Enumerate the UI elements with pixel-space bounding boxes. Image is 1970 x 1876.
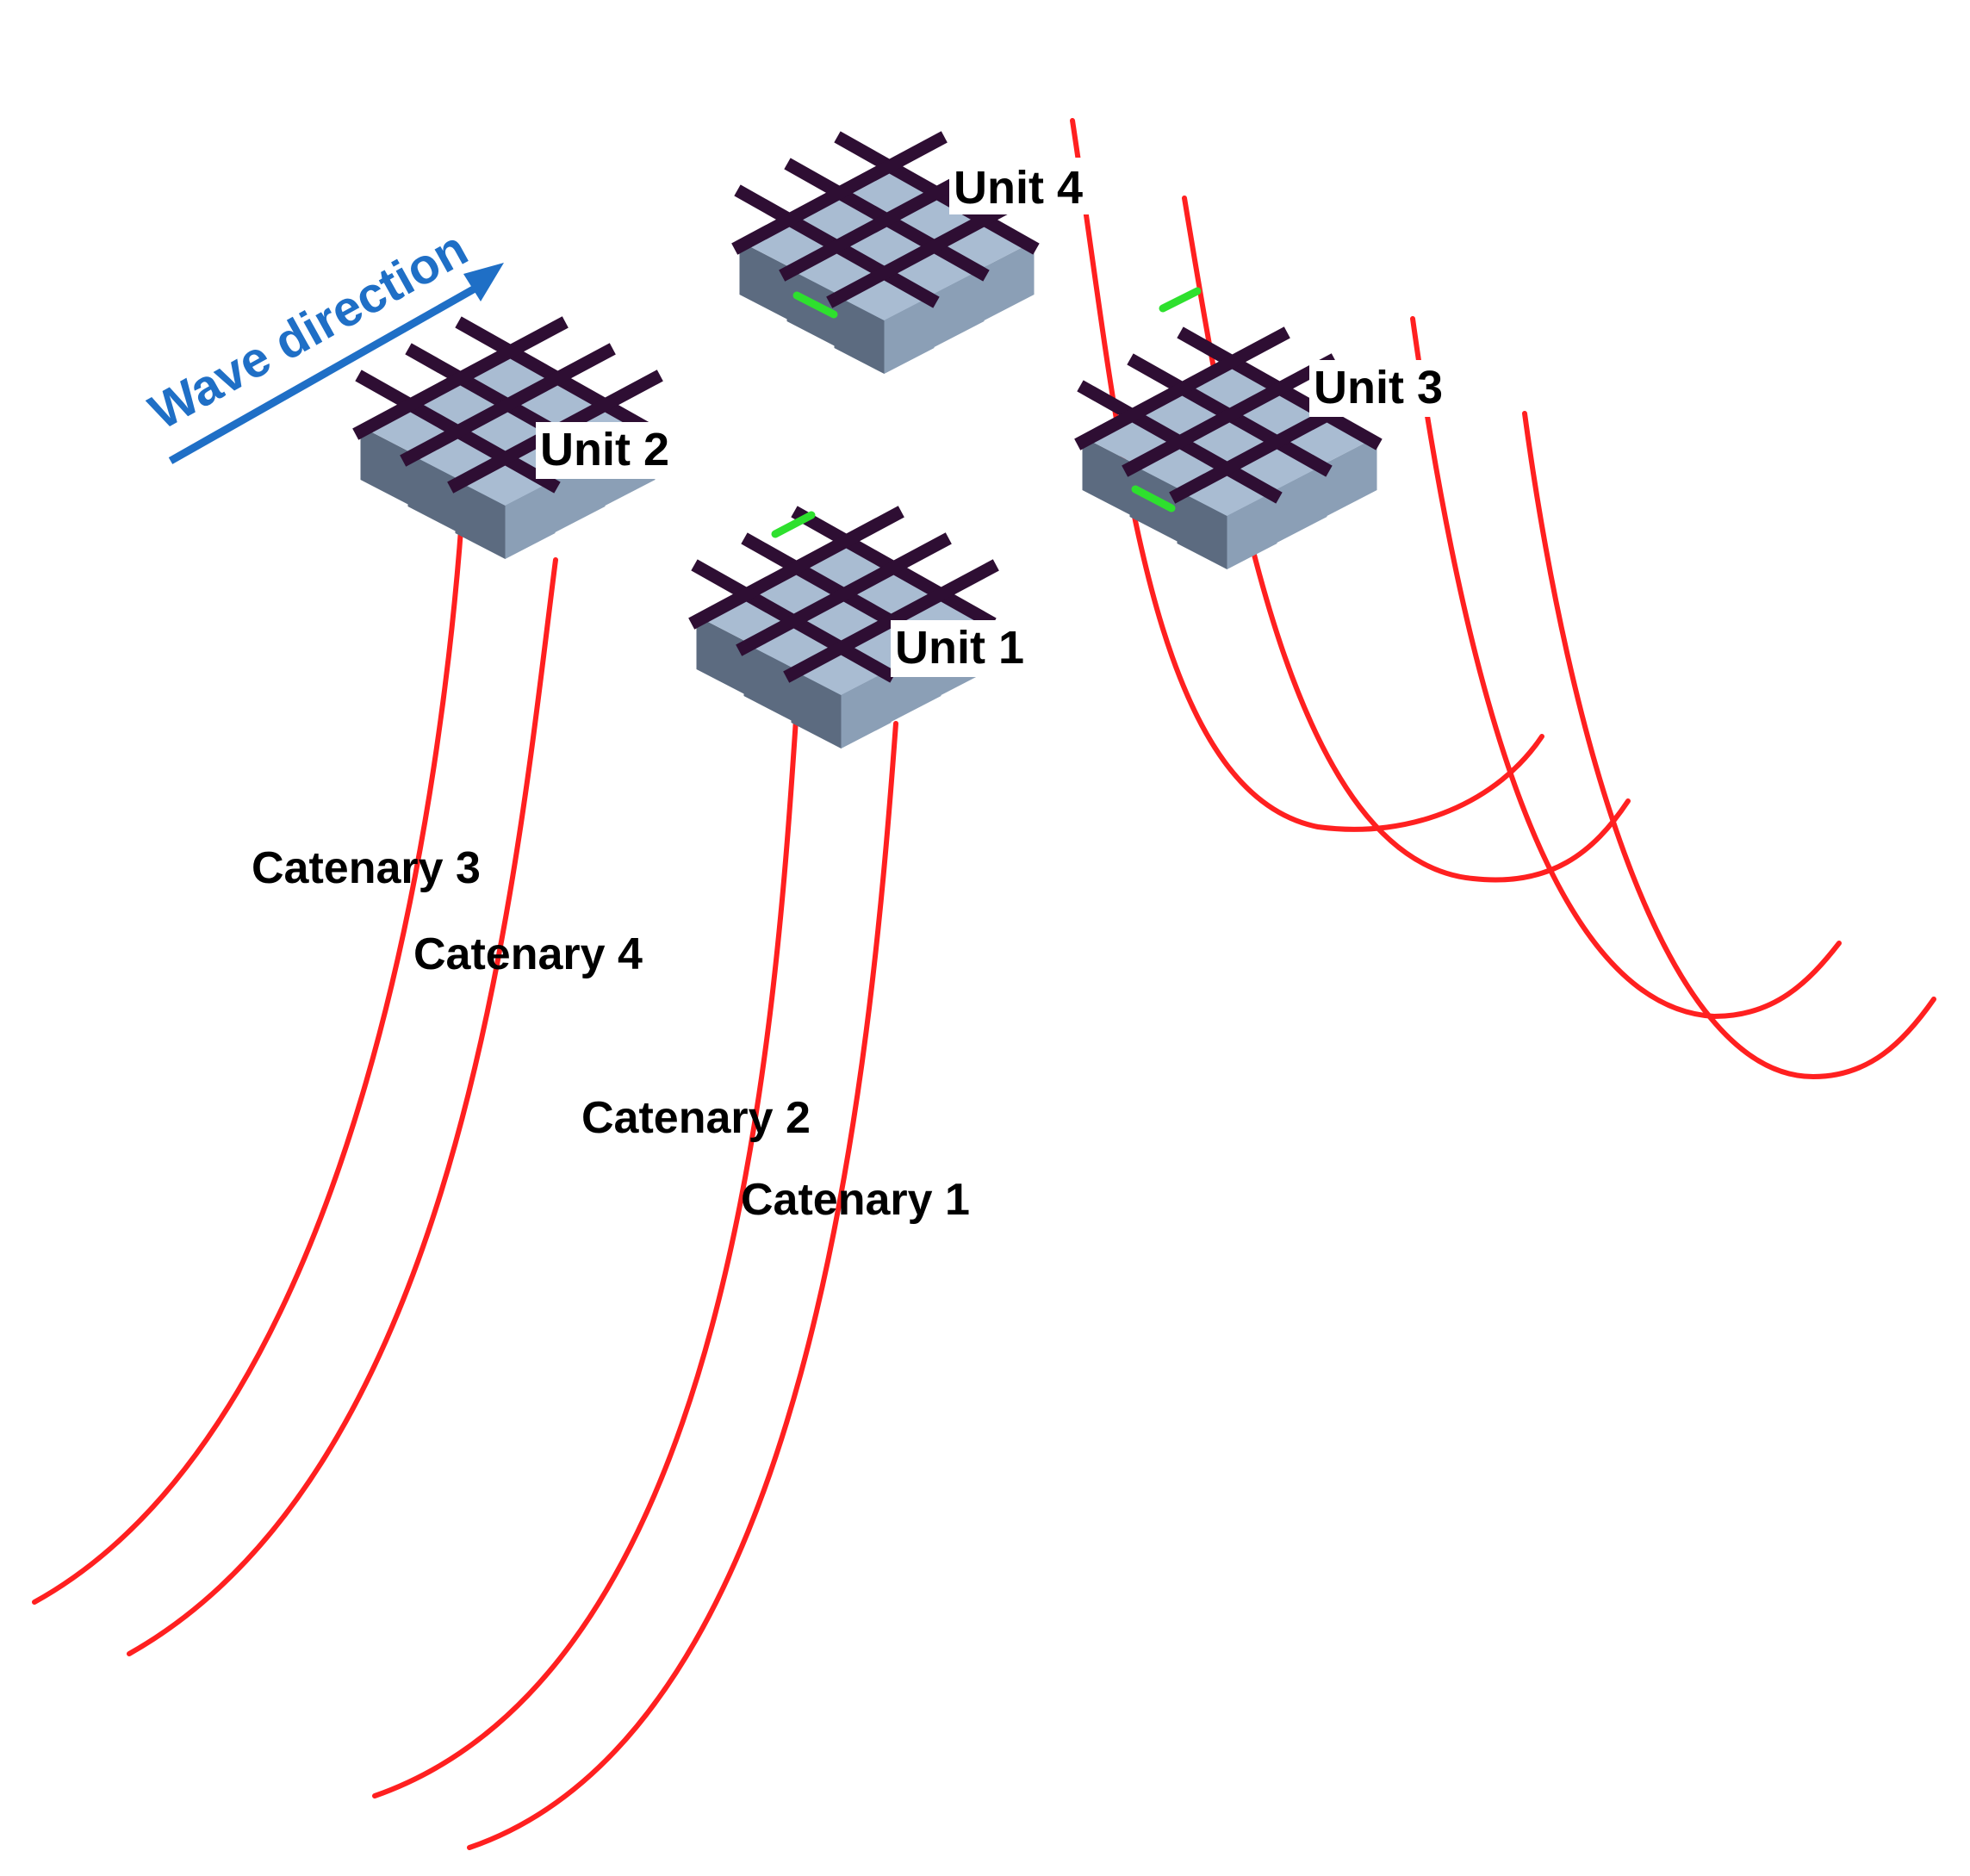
mooring-line-unit3-b — [1522, 411, 1936, 1080]
unit-label-3: Unit 3 — [1309, 360, 1456, 417]
unit1-beam-v — [736, 532, 952, 656]
unit-1-label: Unit 1 — [895, 622, 1024, 674]
block-right-face — [934, 268, 985, 347]
unit3-beam-v — [1074, 326, 1290, 450]
mooring-line-catenary-2 — [372, 704, 799, 1798]
mooring-line-catenary-1 — [467, 721, 898, 1850]
block-left-face — [407, 453, 458, 532]
pontoon-block — [791, 643, 892, 749]
block-right-face — [1277, 463, 1327, 543]
block-left-face — [743, 643, 794, 722]
catenary-3-label: Catenary 3 — [252, 843, 481, 893]
block-right-face — [1327, 437, 1377, 516]
block-left-face — [1082, 437, 1133, 516]
catenary-1-label: Catenary 1 — [741, 1175, 970, 1225]
catenary-4-label: Catenary 4 — [413, 929, 643, 979]
unit-connectors — [771, 287, 1202, 538]
block-left-face — [791, 669, 842, 749]
block-right-face — [1227, 490, 1277, 569]
catenary-2-label: Catenary 2 — [581, 1093, 811, 1143]
unit-label-1: Unit 1 — [891, 620, 1037, 677]
connector-unit2-unit4 — [792, 291, 838, 319]
unit2-beam-v — [352, 316, 569, 440]
unit-2-label: Unit 2 — [540, 424, 669, 475]
unit-label-4: Unit 4 — [949, 158, 1096, 214]
connector-unit2-unit1 — [771, 511, 816, 538]
block-left-face — [696, 616, 747, 695]
unit2-beam-v — [400, 343, 616, 467]
unit-label-2: Unit 2 — [536, 422, 682, 479]
unit-3-label: Unit 3 — [1314, 362, 1443, 413]
connector-unit4-unit3 — [1159, 287, 1202, 313]
block-right-face — [505, 480, 556, 559]
block-left-face — [1177, 490, 1227, 569]
wave-direction-arrow-head — [463, 263, 504, 301]
block-left-face — [834, 295, 885, 374]
block-left-face — [360, 426, 411, 506]
block-right-face — [884, 295, 935, 374]
mooring-line-unit3-a — [1410, 316, 1842, 1020]
unit3-beam-v — [1122, 353, 1338, 477]
mooring-line-catenary-3 — [32, 463, 468, 1605]
mooring-line-unit4-a — [1070, 118, 1544, 832]
block-left-face — [739, 241, 790, 320]
block-right-face — [841, 669, 892, 749]
unit1-beam-v — [688, 506, 904, 630]
wave-direction-arrow-shaft — [168, 281, 485, 464]
block-left-face — [455, 480, 506, 559]
block-right-face — [984, 241, 1035, 320]
connector-unit1-unit3 — [1131, 485, 1176, 512]
unit-4-label: Unit 4 — [954, 162, 1083, 214]
mooring-line-catenary-4 — [127, 557, 558, 1656]
unit4-beam-v — [731, 131, 948, 255]
